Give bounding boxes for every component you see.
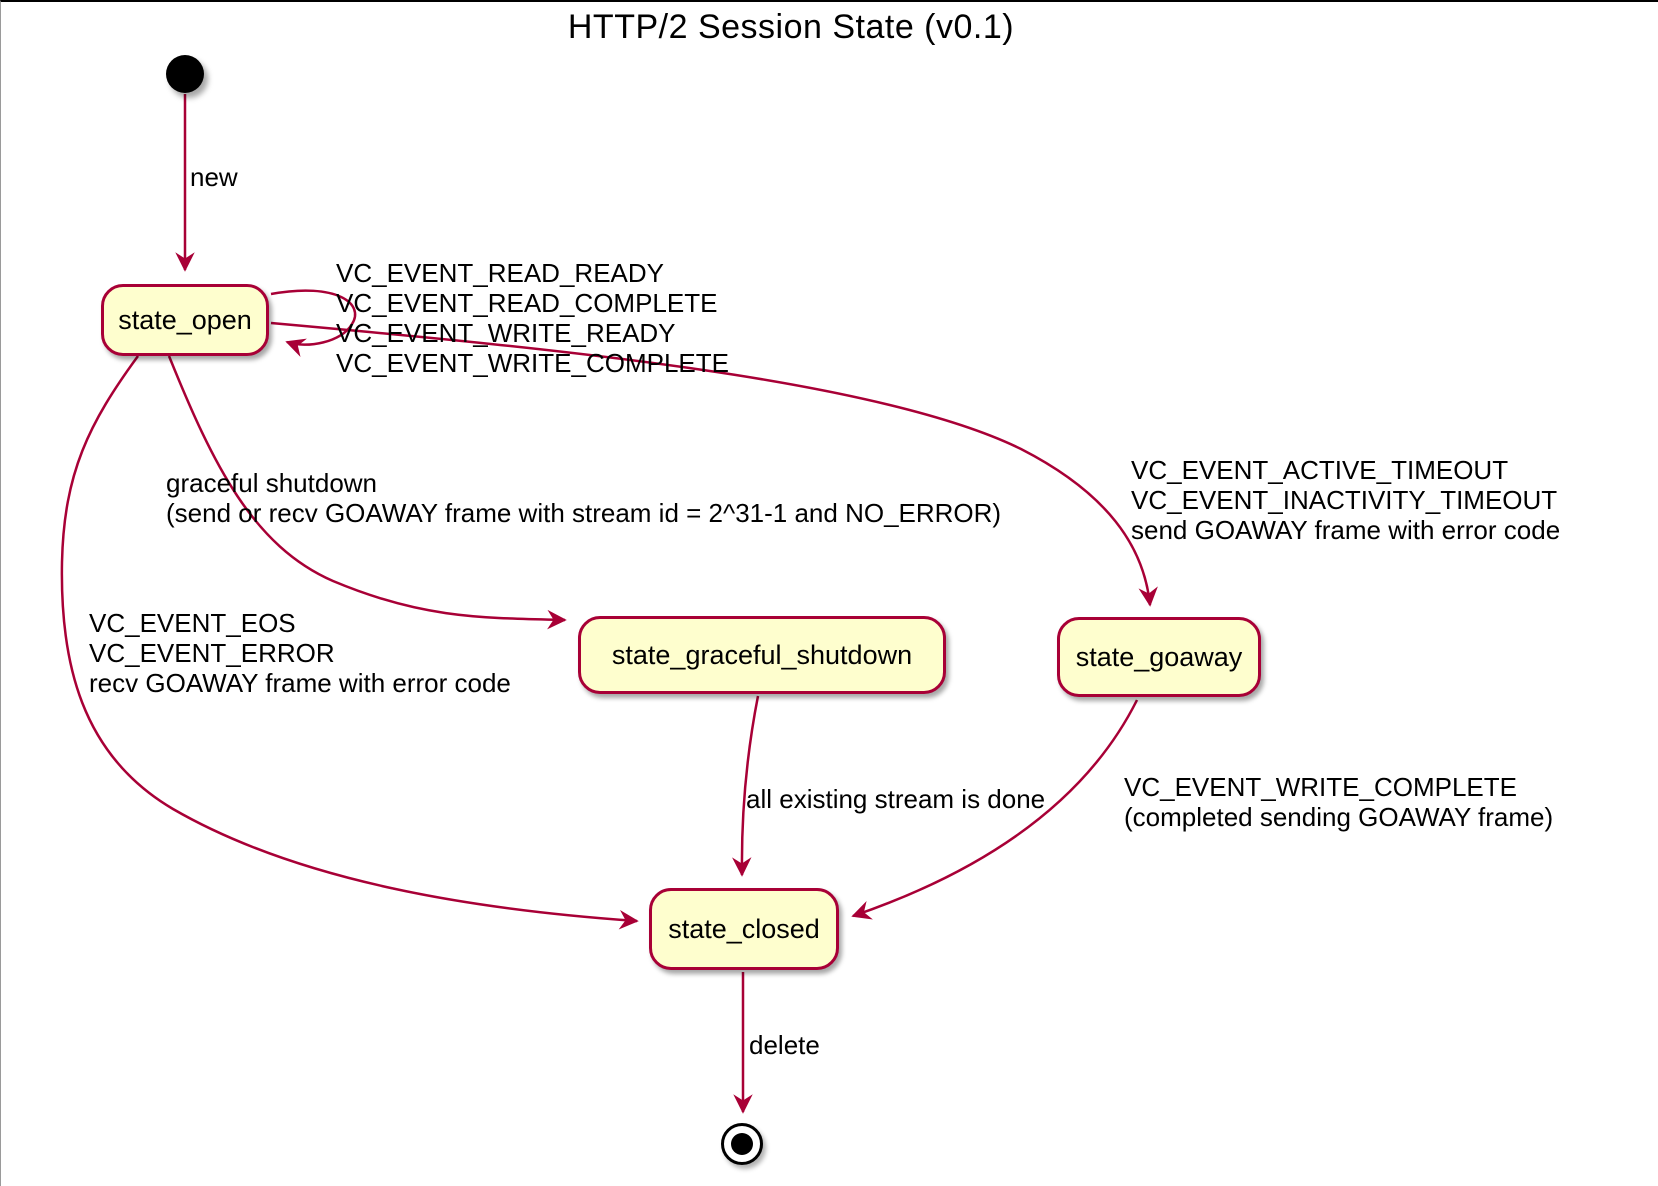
final-state-node bbox=[721, 1123, 763, 1165]
label-goaway: VC_EVENT_ACTIVE_TIMEOUT VC_EVENT_INACTIV… bbox=[1131, 455, 1561, 545]
label-new: new bbox=[190, 162, 238, 192]
final-state-dot bbox=[731, 1133, 753, 1155]
label-streams-done: all existing stream is done bbox=[746, 784, 1046, 814]
edge-streams-done bbox=[732, 695, 760, 877]
edge-graceful bbox=[167, 355, 567, 630]
edge-write-complete bbox=[851, 699, 1139, 920]
label-self-loop: VC_EVENT_READ_READY VC_EVENT_READ_COMPLE… bbox=[336, 258, 729, 378]
label-graceful: graceful shutdown (send or recv GOAWAY f… bbox=[166, 468, 1002, 528]
state-closed-node: state_closed bbox=[649, 888, 839, 970]
label-eos: VC_EVENT_EOS VC_EVENT_ERROR recv GOAWAY … bbox=[89, 608, 511, 698]
edge-eos bbox=[60, 355, 639, 930]
label-write-complete: VC_EVENT_WRITE_COMPLETE (completed sendi… bbox=[1124, 772, 1554, 832]
state-graceful-shutdown-label: state_graceful_shutdown bbox=[611, 639, 913, 670]
edge-to-goaway bbox=[270, 321, 1158, 607]
edge-self-loop bbox=[270, 289, 357, 358]
state-goaway-label: state_goaway bbox=[1075, 641, 1243, 672]
initial-state-dot bbox=[166, 55, 204, 93]
state-closed-label: state_closed bbox=[668, 913, 820, 944]
state-goaway-node: state_goaway bbox=[1057, 617, 1261, 697]
state-open-node: state_open bbox=[101, 284, 269, 356]
state-graceful-shutdown-node: state_graceful_shutdown bbox=[578, 616, 946, 694]
diagram-title: HTTP/2 Session State (v0.1) bbox=[567, 8, 1015, 46]
state-open-label: state_open bbox=[118, 304, 252, 335]
label-delete: delete bbox=[749, 1030, 820, 1060]
